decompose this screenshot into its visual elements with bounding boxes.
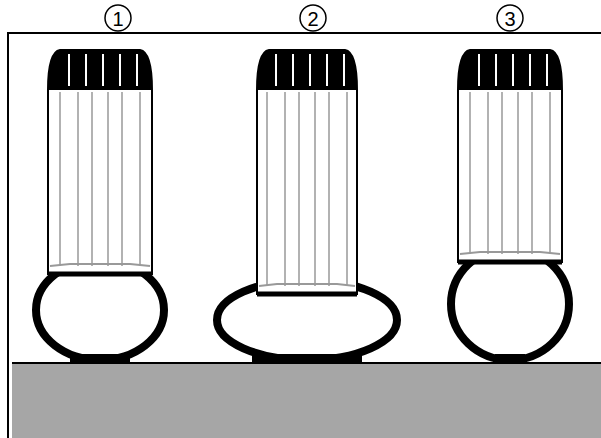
sidewall-groove <box>77 92 79 266</box>
callout-circle <box>497 5 523 31</box>
sidewall-groove <box>346 92 348 286</box>
sidewall-groove <box>469 92 471 254</box>
tire-body <box>257 50 357 294</box>
bead-line <box>257 292 357 297</box>
sidewall-groove <box>314 92 316 286</box>
sidewall-groove <box>59 92 61 266</box>
sidewall-groove <box>487 92 489 254</box>
sidewall-groove <box>298 92 300 286</box>
tread <box>48 50 152 90</box>
tire-section <box>451 248 569 360</box>
tread-groove <box>68 54 70 86</box>
tread-groove <box>478 54 480 86</box>
tire <box>217 50 397 363</box>
sidewall-groove <box>91 92 93 266</box>
bead-line <box>458 260 562 265</box>
contact-patch <box>495 354 525 363</box>
tread-groove <box>309 54 311 86</box>
sidewall-groove <box>501 92 503 254</box>
tire-body <box>458 50 562 262</box>
tread-groove <box>512 54 514 86</box>
tread-groove <box>529 54 531 86</box>
sidewall-groove <box>266 92 268 286</box>
tire <box>451 50 569 363</box>
contact-patch <box>70 354 130 363</box>
callout-circle <box>105 5 131 31</box>
tread-groove <box>546 54 548 86</box>
tread-groove <box>326 54 328 86</box>
callout-number: 1 <box>112 9 123 29</box>
tread-groove <box>119 54 121 86</box>
tread-groove <box>495 54 497 86</box>
sidewall-groove <box>328 92 330 286</box>
tread-groove <box>292 54 294 86</box>
sidewall-groove <box>531 92 533 254</box>
sidewall-groove <box>139 92 141 266</box>
rim-band <box>259 284 355 286</box>
sidewall-groove <box>517 92 519 254</box>
sidewall-groove <box>284 92 286 286</box>
tire-body <box>48 50 152 274</box>
frame-border <box>8 33 601 438</box>
tire-section <box>217 280 397 360</box>
rim-band <box>460 252 560 254</box>
tread-groove <box>275 54 277 86</box>
ground <box>12 363 601 438</box>
bead-line <box>48 272 152 277</box>
tire-section <box>36 260 164 360</box>
callout-number: 3 <box>504 9 515 29</box>
tread <box>458 50 562 90</box>
callout-number: 2 <box>307 9 318 29</box>
sidewall-groove <box>549 92 551 254</box>
tire <box>36 50 164 363</box>
sidewall-groove <box>121 92 123 266</box>
callout-circle <box>300 5 326 31</box>
tread-groove <box>102 54 104 86</box>
tread <box>257 50 357 90</box>
tread-groove <box>136 54 138 86</box>
tread-groove <box>343 54 345 86</box>
sidewall-groove <box>107 92 109 266</box>
contact-patch <box>252 354 362 363</box>
tread-groove <box>85 54 87 86</box>
rim-band <box>50 264 150 266</box>
